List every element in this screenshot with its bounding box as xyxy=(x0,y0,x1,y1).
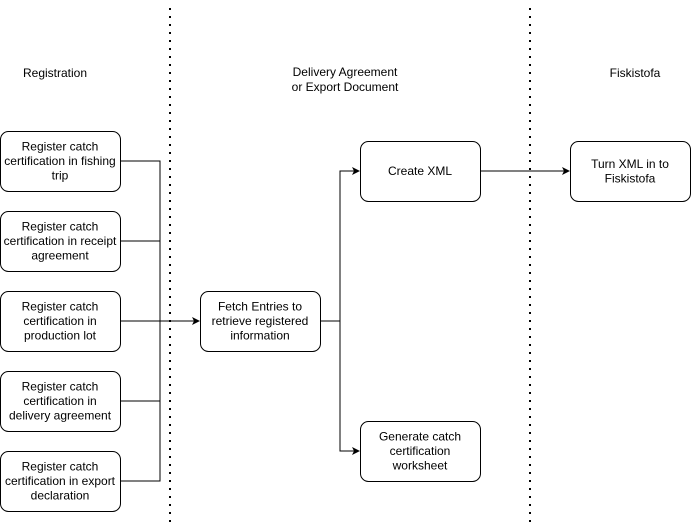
turn-in-xml-box-label: Fiskistofa xyxy=(605,171,656,185)
registration-box-4-label: Register catch xyxy=(22,380,99,394)
lane-title-fiskistofa: Fiskistofa xyxy=(610,66,661,80)
generate-worksheet-box-label: Generate catch xyxy=(379,430,461,444)
registration-box-1-label: certification in fishing xyxy=(4,154,115,168)
fetch-entries-box-shape xyxy=(200,291,321,352)
registration-box-2-label: certification in receipt xyxy=(4,234,117,248)
registration-box-5-label: Register catch xyxy=(22,460,99,474)
registration-box-2-label: agreement xyxy=(31,249,89,263)
lane-title-delivery-1: Delivery Agreement xyxy=(293,65,398,79)
turn-in-xml-box-label: Turn XML in to xyxy=(591,157,669,171)
create-xml-box-shape xyxy=(360,141,481,202)
registration-box-4-shape xyxy=(0,371,121,432)
registration-box-1-label: Register catch xyxy=(22,140,99,154)
fetch-entries-box-label: Fetch Entries to xyxy=(218,300,302,314)
registration-box-4-label: delivery agreement xyxy=(9,409,112,423)
lane-title-delivery-2: or Export Document xyxy=(292,80,399,94)
registration-box-2-label: Register catch xyxy=(22,220,99,234)
registration-box-1-label: trip xyxy=(52,169,69,183)
registration-box-3-shape xyxy=(0,291,121,352)
fetch-entries-box-label: retrieve registered xyxy=(212,314,309,328)
registration-box-3-label: certification in xyxy=(23,314,96,328)
registration-box-3-label: production lot xyxy=(24,329,97,343)
registration-box-4-label: certification in xyxy=(23,394,96,408)
generate-worksheet-box-label: worksheet xyxy=(392,459,448,473)
registration-box-5-label: declaration xyxy=(31,489,90,503)
generate-worksheet-box-shape xyxy=(360,421,481,482)
lane-title-registration: Registration xyxy=(23,66,87,80)
registration-box-3-label: Register catch xyxy=(22,300,99,314)
generate-worksheet-box-label: certification xyxy=(390,444,451,458)
registration-box-5-shape xyxy=(0,451,121,512)
registration-box-2-shape xyxy=(0,211,121,272)
registration-box-1-shape xyxy=(0,131,121,192)
registration-box-5-label: certification in export xyxy=(5,474,116,488)
connectors xyxy=(120,160,570,482)
fetch-entries-box-label: information xyxy=(230,329,289,343)
create-xml-box-label: Create XML xyxy=(388,164,452,178)
create-xml-box: Create XML xyxy=(360,141,481,202)
